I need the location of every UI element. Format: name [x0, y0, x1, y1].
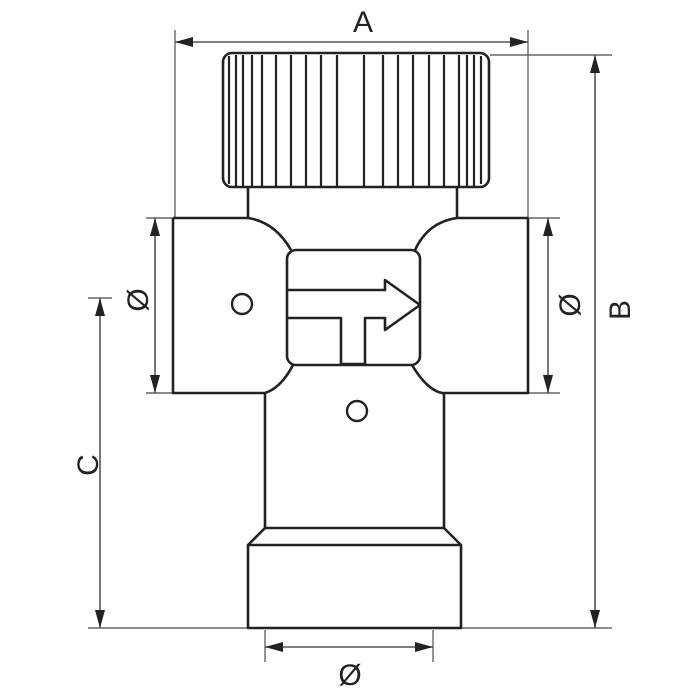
dimension-b: B — [590, 55, 637, 628]
valve-body — [171, 187, 530, 630]
extension-lines — [88, 30, 612, 662]
left-port — [173, 216, 293, 251]
dimension-diameter-right: Ø — [543, 218, 587, 393]
diameter-bottom-label: Ø — [338, 659, 361, 692]
knurl-lines — [227, 55, 483, 186]
dimension-c: C — [72, 298, 105, 628]
left-port-hole — [230, 292, 254, 316]
bottom-nut — [246, 543, 463, 630]
dimension-diameter-left: Ø — [122, 218, 160, 393]
dimension-a: A — [175, 6, 528, 47]
flow-window — [285, 248, 422, 367]
knurled-cap-nut — [221, 51, 491, 189]
diameter-right-label: Ø — [554, 293, 587, 316]
dimension-c-label: C — [72, 454, 105, 476]
dimension-a-label: A — [353, 6, 373, 39]
flow-direction-arrow-icon — [287, 278, 422, 366]
right-port — [413, 216, 528, 251]
dimension-b-label: B — [604, 300, 637, 320]
body-hole — [345, 399, 369, 423]
dimension-diameter-bottom: Ø — [265, 642, 433, 692]
diameter-left-label: Ø — [122, 288, 155, 311]
